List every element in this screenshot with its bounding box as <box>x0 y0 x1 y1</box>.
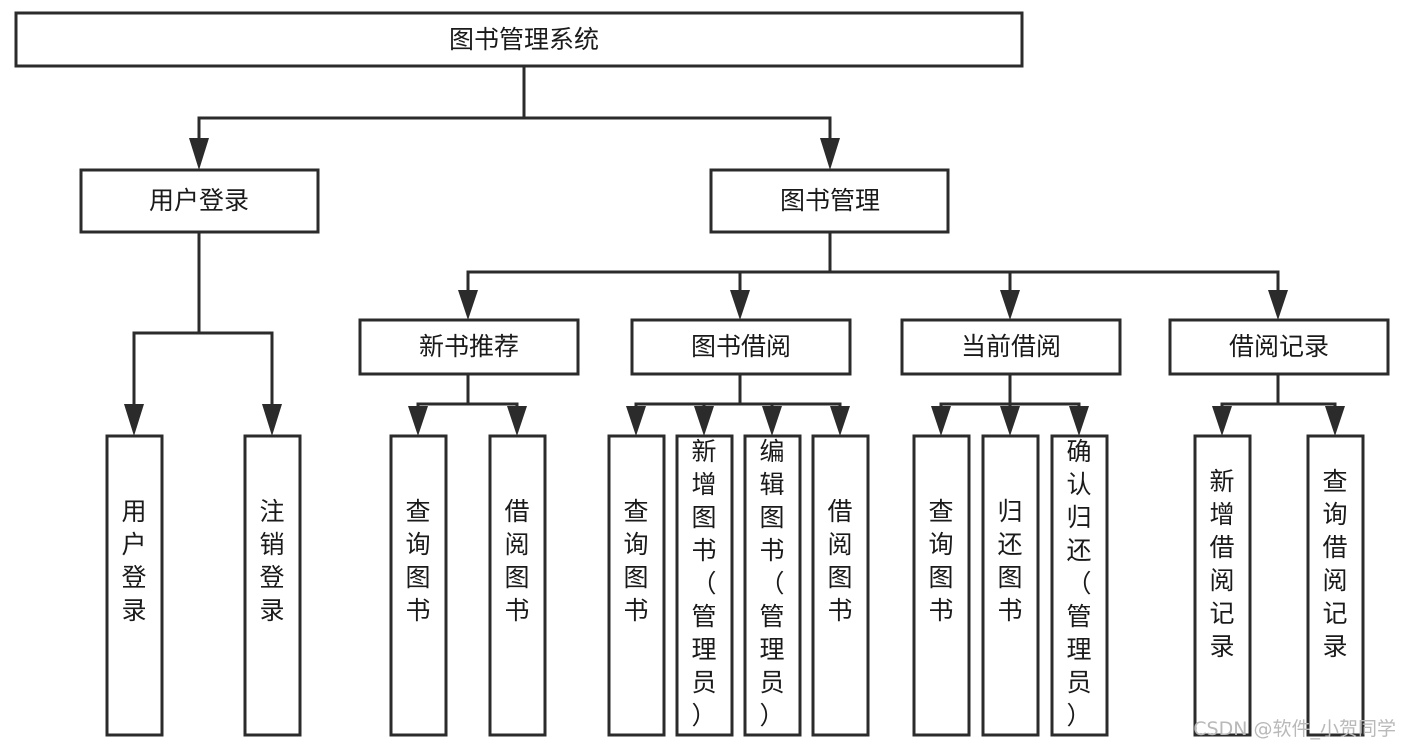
node-current-borrow-box[interactable] <box>900 318 1122 376</box>
node-leaf-query-book-3[interactable]: 查询图书 <box>912 434 971 737</box>
node-new-book-recommend[interactable]: 新书推荐 <box>358 318 580 376</box>
node-leaf-logout-login-label: 注销登录 <box>259 497 284 625</box>
arrow-head-user-login <box>189 138 209 170</box>
node-leaf-borrow-book-1-label: 借阅图书 <box>504 497 529 625</box>
node-borrow-record[interactable]: 借阅记录 <box>1168 318 1390 376</box>
node-leaf-add-book-label: 新增图书（管理员） <box>691 437 716 730</box>
node-leaf-return-book-box[interactable] <box>981 434 1040 737</box>
node-root[interactable]: 图书管理系统 <box>14 11 1024 68</box>
node-leaf-borrow-book-1[interactable]: 借阅图书 <box>488 434 547 737</box>
node-leaf-borrow-book-2-label: 借阅图书 <box>827 497 852 625</box>
node-leaf-query-book-3-label: 查询图书 <box>928 497 953 625</box>
node-leaf-query-book-2-box[interactable] <box>607 434 666 737</box>
node-book-manage-box[interactable] <box>709 168 950 234</box>
node-root-label: 图书管理系统 <box>449 25 599 54</box>
arrow-head-leaf-borrow-book-1 <box>507 406 527 436</box>
node-current-borrow[interactable]: 当前借阅 <box>900 318 1122 376</box>
arrow-head-current-borrow <box>1000 290 1020 320</box>
leaf-nodes-layer: 用户登录 注销登录 查询图书 借阅图书 查询图书 新增图书（管理员） <box>105 434 1365 737</box>
node-book-borrow[interactable]: 图书借阅 <box>630 318 852 376</box>
arrow-head-leaf-user-login <box>124 404 144 436</box>
node-current-borrow-label: 当前借阅 <box>961 332 1061 361</box>
node-user-login-label: 用户登录 <box>149 186 249 215</box>
arrow-head-leaf-query-book-1 <box>408 406 428 436</box>
node-borrow-record-label: 借阅记录 <box>1229 332 1329 361</box>
node-leaf-query-book-1-box[interactable] <box>389 434 448 737</box>
node-leaf-query-book-2[interactable]: 查询图书 <box>607 434 666 737</box>
node-leaf-user-login[interactable]: 用户登录 <box>105 434 164 737</box>
node-leaf-add-record-label: 新增借阅记录 <box>1209 467 1234 661</box>
node-user-login[interactable]: 用户登录 <box>79 168 320 234</box>
node-leaf-confirm-return-label: 确认归还（管理员） <box>1066 437 1091 730</box>
node-leaf-add-book[interactable]: 新增图书（管理员） <box>675 434 734 737</box>
csdn-watermark: CSDN @软件_小贺同学 <box>1193 718 1396 740</box>
node-leaf-borrow-book-1-box[interactable] <box>488 434 547 737</box>
arrow-head-leaf-add-record <box>1212 406 1232 436</box>
node-new-book-recommend-box[interactable] <box>358 318 580 376</box>
node-book-borrow-box[interactable] <box>630 318 852 376</box>
node-leaf-query-record[interactable]: 查询借阅记录 <box>1306 434 1365 737</box>
node-leaf-query-record-label: 查询借阅记录 <box>1322 467 1347 661</box>
node-leaf-query-book-3-box[interactable] <box>912 434 971 737</box>
node-leaf-confirm-return-box[interactable] <box>1050 434 1109 737</box>
node-leaf-return-book-label: 归还图书 <box>997 497 1022 625</box>
node-leaf-logout-login[interactable]: 注销登录 <box>243 434 302 737</box>
node-leaf-edit-book-box[interactable] <box>743 434 802 737</box>
node-leaf-logout-login-box[interactable] <box>243 434 302 737</box>
node-leaf-query-book-1[interactable]: 查询图书 <box>389 434 448 737</box>
node-leaf-borrow-book-2-box[interactable] <box>811 434 870 737</box>
arrow-head-leaf-return-book <box>1000 406 1020 436</box>
node-leaf-user-login-label: 用户登录 <box>121 497 146 625</box>
arrow-head-leaf-logout-login <box>262 404 282 436</box>
node-leaf-edit-book-label: 编辑图书（管理员） <box>759 437 784 730</box>
node-new-book-recommend-label: 新书推荐 <box>419 332 519 361</box>
node-book-manage-label: 图书管理 <box>780 186 880 215</box>
node-user-login-box[interactable] <box>79 168 320 234</box>
arrow-head-leaf-edit-book <box>762 406 782 436</box>
arrow-head-leaf-borrow-book-2 <box>830 406 850 436</box>
node-leaf-query-book-2-label: 查询图书 <box>623 497 648 625</box>
node-leaf-return-book[interactable]: 归还图书 <box>981 434 1040 737</box>
node-leaf-edit-book[interactable]: 编辑图书（管理员） <box>743 434 802 737</box>
node-leaf-add-book-box[interactable] <box>675 434 734 737</box>
arrow-head-book-borrow <box>730 290 750 320</box>
node-leaf-add-record[interactable]: 新增借阅记录 <box>1193 434 1252 737</box>
arrow-head-borrow-record <box>1268 290 1288 320</box>
node-leaf-query-record-box[interactable] <box>1306 434 1365 737</box>
node-root-box[interactable] <box>14 11 1024 68</box>
node-leaf-borrow-book-2[interactable]: 借阅图书 <box>811 434 870 737</box>
arrow-head-leaf-add-book <box>694 406 714 436</box>
node-leaf-query-book-1-label: 查询图书 <box>405 497 430 625</box>
arrow-head-book-manage <box>820 138 840 170</box>
node-leaf-add-record-box[interactable] <box>1193 434 1252 737</box>
arrow-head-leaf-query-book-3 <box>931 406 951 436</box>
node-borrow-record-box[interactable] <box>1168 318 1390 376</box>
node-leaf-user-login-box[interactable] <box>105 434 164 737</box>
arrow-head-new-book-recommend <box>458 290 478 320</box>
connector-layer <box>124 64 1345 436</box>
arrow-head-leaf-query-book-2 <box>626 406 646 436</box>
node-leaf-confirm-return[interactable]: 确认归还（管理员） <box>1050 434 1109 737</box>
arrow-head-leaf-confirm-return <box>1069 406 1089 436</box>
arrow-head-leaf-query-record <box>1325 406 1345 436</box>
node-book-borrow-label: 图书借阅 <box>691 332 791 361</box>
node-book-manage[interactable]: 图书管理 <box>709 168 950 234</box>
